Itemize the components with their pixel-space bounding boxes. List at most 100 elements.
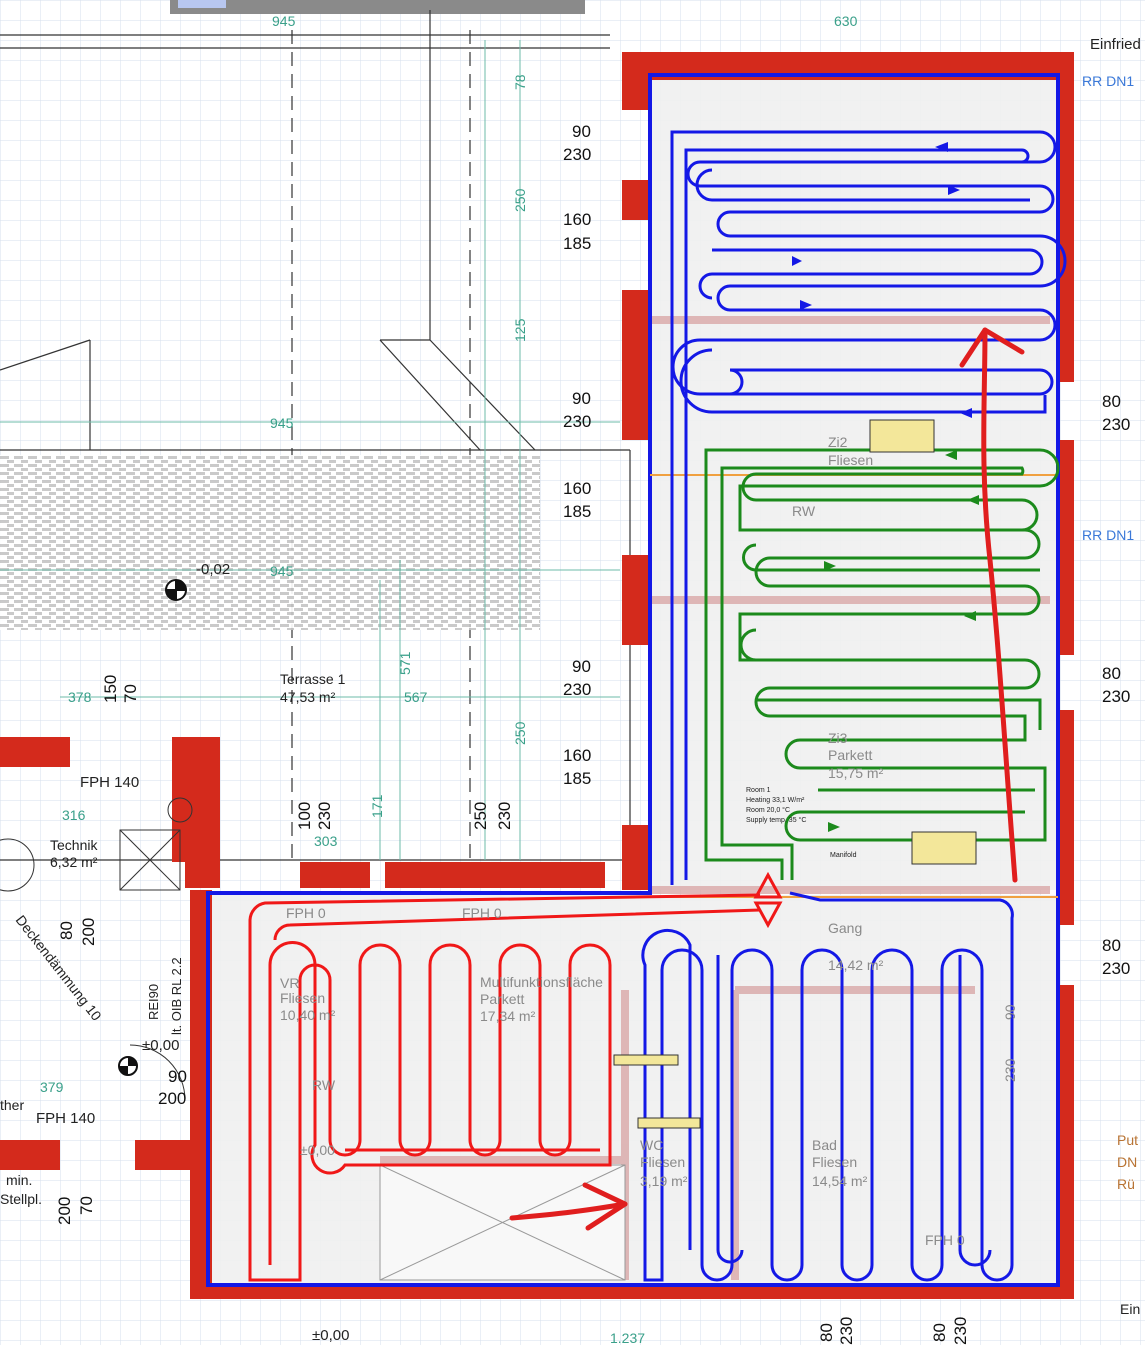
room-terrasse-area: 47,53 m² xyxy=(280,689,336,705)
room-vr-floor: Fliesen xyxy=(280,990,325,1006)
room-gang-area: 14,42 m² xyxy=(828,957,884,973)
fph-0-a: FPH 0 xyxy=(286,905,326,921)
dim-2b: 185 xyxy=(563,234,591,253)
room-vr: VR xyxy=(280,975,299,991)
interior-walls xyxy=(380,316,1050,1280)
room-technik-area: 6,32 m² xyxy=(50,854,98,870)
room-bad-floor: Fliesen xyxy=(812,1154,857,1170)
label-rw-1: RW xyxy=(792,503,816,519)
dim-567: 567 xyxy=(404,689,428,705)
room-technik-name: Technik xyxy=(50,837,98,853)
dim-80: 80 xyxy=(57,921,76,940)
circuit-blue-north xyxy=(670,130,1067,885)
manifold-return-marker xyxy=(753,901,783,929)
room-multi-floor: Parkett xyxy=(480,991,524,1007)
dim-378: 378 xyxy=(68,689,92,705)
dim-945c: 945 xyxy=(270,563,294,579)
room-gang: Gang xyxy=(828,920,862,936)
dim-230e: 230 xyxy=(1002,1058,1018,1082)
manifold-supply-marker xyxy=(753,871,783,899)
dim-70: 70 xyxy=(121,684,140,703)
dim-1237: 1.237 xyxy=(610,1330,645,1345)
room-terrasse-name: Terrasse 1 xyxy=(280,671,346,687)
dim-230b: 230 xyxy=(495,802,514,830)
room-wc-area: 3,19 m² xyxy=(640,1173,688,1189)
rr-dn1-mid: RR DN1 xyxy=(1082,527,1134,543)
level-technik: ±0,00 xyxy=(142,1037,179,1054)
dim-303: 303 xyxy=(314,833,338,849)
label-rw-2: RW xyxy=(312,1077,336,1093)
outer-walls xyxy=(190,52,1074,1299)
dim-right-1b: 230 xyxy=(1102,415,1130,434)
dim-6a: 160 xyxy=(563,746,591,765)
dim-125: 125 xyxy=(512,318,528,342)
room-vr-area: 10,40 m² xyxy=(280,1007,336,1023)
dim-right-2b: 230 xyxy=(1102,687,1130,706)
room-zi2: Zi2 xyxy=(828,434,848,450)
dim-150: 150 xyxy=(101,675,120,703)
fph-0-b: FPH 0 xyxy=(462,905,502,921)
dim-2a: 160 xyxy=(563,210,591,229)
dim-200b: 200 xyxy=(158,1089,186,1108)
dim-230c: 230 xyxy=(837,1317,856,1345)
label-ru: Rü xyxy=(1117,1176,1135,1192)
dim-571: 571 xyxy=(397,651,413,675)
dim-1a: 90 xyxy=(572,122,591,141)
dim-3b: 230 xyxy=(563,412,591,431)
dim-80b: 80 xyxy=(817,1323,836,1342)
dim-250: 250 xyxy=(512,188,528,212)
dim-right-3b: 230 xyxy=(1102,959,1130,978)
toolbar-button[interactable] xyxy=(178,0,226,8)
dimension-lines xyxy=(0,40,620,860)
dim-379: 379 xyxy=(40,1079,64,1095)
note-boxes xyxy=(613,419,977,1129)
dim-200c: 200 xyxy=(55,1197,74,1225)
room-zi3-area: 15,75 m² xyxy=(828,765,884,781)
room-multi: Multifunktionsfläche xyxy=(480,974,603,990)
dim-230a: 230 xyxy=(315,802,334,830)
dim-171: 171 xyxy=(369,794,385,818)
room-bad-area: 14,54 m² xyxy=(812,1173,868,1189)
room-zi3: Zi3 xyxy=(828,730,848,746)
circuit-green-arrows xyxy=(824,450,979,832)
fph-140-top: FPH 140 xyxy=(80,774,139,791)
room-multi-area: 17,34 m² xyxy=(480,1008,536,1024)
dim-78: 78 xyxy=(512,74,528,90)
room-zi2-floor: Fliesen xyxy=(828,452,873,468)
labels: 945 630 Einfried RR DN1 RR DN1 90 230 16… xyxy=(0,13,1141,1345)
annotation-arrows xyxy=(509,327,1025,1231)
dim-100: 100 xyxy=(295,802,314,830)
fph-0-c: FPH 0 xyxy=(925,1232,965,1248)
circuit-blue-north-arrows xyxy=(792,142,972,418)
dim-6b: 185 xyxy=(563,769,591,788)
dim-1b: 230 xyxy=(563,145,591,164)
dim-right-2a: 80 xyxy=(1102,664,1121,683)
dim-316: 316 xyxy=(62,807,86,823)
level-bottom: ±0,00 xyxy=(312,1327,349,1344)
dim-right-3a: 80 xyxy=(1102,936,1121,955)
toolbar-remnant xyxy=(170,0,585,14)
fph-140-bottom: FPH 140 xyxy=(36,1110,95,1127)
room-wc: WC xyxy=(640,1137,663,1153)
dim-945b: 945 xyxy=(270,415,294,431)
technik-fixtures xyxy=(0,797,193,1101)
level-terrace: -0,02 xyxy=(196,561,230,578)
dim-right-1a: 80 xyxy=(1102,392,1121,411)
label-ein: Ein xyxy=(1120,1301,1140,1317)
level-markers xyxy=(118,579,187,1076)
label-rei90: REI90 xyxy=(146,984,161,1020)
circuit-green xyxy=(704,448,1060,880)
room-bad: Bad xyxy=(812,1137,837,1153)
dim-90b: 90 xyxy=(1002,1004,1018,1020)
dim-4b: 185 xyxy=(563,502,591,521)
dim-250a: 250 xyxy=(471,802,490,830)
top-dim-right: 630 xyxy=(834,13,858,29)
terrace-structure xyxy=(0,10,631,861)
circuit-blue-south xyxy=(641,891,1014,1282)
dim-5a: 90 xyxy=(572,657,591,676)
label-dn: DN xyxy=(1117,1154,1137,1170)
dim-200: 200 xyxy=(79,918,98,946)
label-oib: lt. OIB RL 2.2 xyxy=(169,957,184,1035)
dim-4a: 160 xyxy=(563,479,591,498)
